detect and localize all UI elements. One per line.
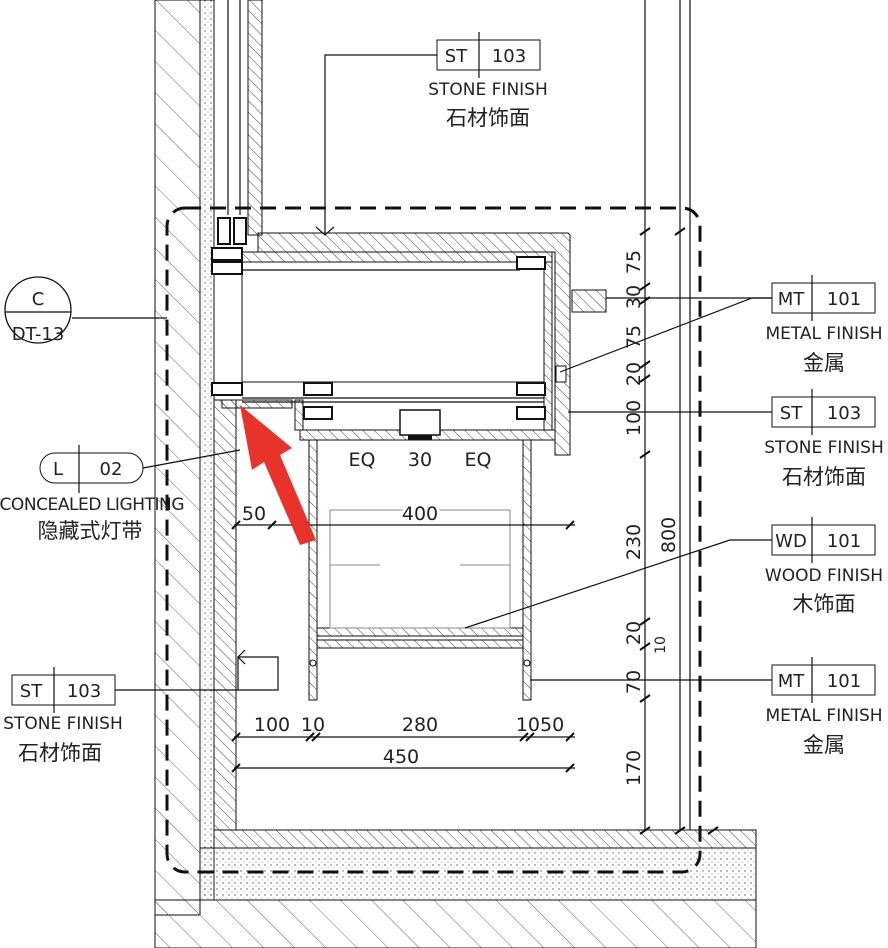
svg-text:STONE FINISH: STONE FINISH — [3, 714, 123, 734]
svg-text:EQ: EQ — [465, 449, 492, 471]
svg-text:L: L — [53, 459, 63, 480]
svg-text:10: 10 — [301, 714, 325, 736]
svg-text:30: 30 — [408, 449, 432, 471]
svg-text:石材饰面: 石材饰面 — [446, 106, 530, 130]
svg-text:METAL FINISH: METAL FINISH — [765, 324, 882, 344]
svg-text:ST: ST — [780, 403, 803, 424]
svg-text:MT: MT — [778, 289, 806, 310]
svg-text:金属: 金属 — [803, 733, 845, 757]
tag-concealed-lighting: L 02 CONCEALED LIGHTING 隐藏式灯带 — [0, 445, 185, 543]
tag-right-wood: WD 101 WOOD FINISH 木饰面 — [765, 517, 883, 616]
leader-lines — [72, 54, 772, 691]
svg-text:170: 170 — [623, 750, 645, 786]
svg-text:金属: 金属 — [803, 351, 845, 375]
svg-text:木饰面: 木饰面 — [793, 592, 856, 616]
red-arrow-annotation — [240, 405, 316, 545]
tag-right-metal-2: MT 101 METAL FINISH 金属 — [765, 657, 883, 757]
svg-text:75: 75 — [623, 250, 645, 274]
svg-text:70: 70 — [623, 670, 645, 694]
floor-slab — [154, 829, 757, 948]
svg-text:02: 02 — [100, 459, 123, 480]
svg-text:100: 100 — [623, 400, 645, 436]
tag-top-stone: ST 103 STONE FINISH 石材饰面 — [428, 32, 548, 130]
svg-text:101: 101 — [827, 531, 861, 552]
svg-text:C: C — [32, 289, 45, 310]
svg-text:隐藏式灯带: 隐藏式灯带 — [38, 519, 143, 543]
svg-text:1050: 1050 — [516, 714, 564, 736]
svg-text:石材饰面: 石材饰面 — [18, 741, 102, 765]
tag-right-metal-1: MT 101 METAL FINISH 金属 — [765, 275, 883, 375]
svg-text:30: 30 — [623, 285, 645, 309]
svg-text:ST: ST — [445, 46, 468, 67]
svg-text:ST: ST — [20, 681, 43, 702]
svg-text:103: 103 — [827, 403, 861, 424]
tag-left-stone: ST 103 STONE FINISH 石材饰面 — [3, 667, 123, 765]
left-wall — [154, 0, 263, 916]
tag-right-stone: ST 103 STONE FINISH 石材饰面 — [764, 389, 884, 489]
svg-text:450: 450 — [383, 746, 419, 768]
svg-text:103: 103 — [67, 681, 101, 702]
metal-bracket — [571, 289, 607, 313]
horizontal-dimensions: EQ 30 EQ 50 400 100 10 280 1050 450 — [231, 449, 575, 773]
section-marker: C DT-13 — [4, 276, 72, 345]
svg-text:75: 75 — [623, 325, 645, 349]
svg-text:CONCEALED LIGHTING: CONCEALED LIGHTING — [0, 495, 185, 515]
svg-text:50: 50 — [242, 503, 266, 525]
svg-text:20: 20 — [623, 362, 645, 386]
svg-text:石材饰面: 石材饰面 — [782, 465, 866, 489]
svg-text:METAL FINISH: METAL FINISH — [765, 706, 882, 726]
vertical-dimensions: 75 30 75 20 100 230 800 20 10 70 170 — [623, 227, 719, 835]
svg-text:10: 10 — [653, 636, 669, 654]
svg-text:MT: MT — [778, 671, 806, 692]
svg-text:103: 103 — [492, 46, 526, 67]
hanging-rack — [308, 439, 532, 701]
svg-text:STONE FINISH: STONE FINISH — [764, 438, 884, 458]
upper-cabinet — [211, 217, 607, 456]
detail-boundary — [165, 206, 702, 874]
svg-text:280: 280 — [402, 714, 438, 736]
svg-text:101: 101 — [827, 289, 861, 310]
svg-text:230: 230 — [623, 524, 645, 560]
svg-text:EQ: EQ — [349, 449, 376, 471]
svg-text:100: 100 — [254, 714, 290, 736]
svg-text:101: 101 — [827, 671, 861, 692]
svg-text:WD: WD — [775, 531, 807, 552]
svg-text:DT-13: DT-13 — [12, 324, 65, 345]
svg-text:400: 400 — [402, 503, 438, 525]
svg-text:WOOD FINISH: WOOD FINISH — [765, 566, 883, 586]
svg-text:800: 800 — [658, 517, 680, 553]
svg-text:STONE FINISH: STONE FINISH — [428, 80, 548, 100]
svg-text:20: 20 — [623, 621, 645, 645]
